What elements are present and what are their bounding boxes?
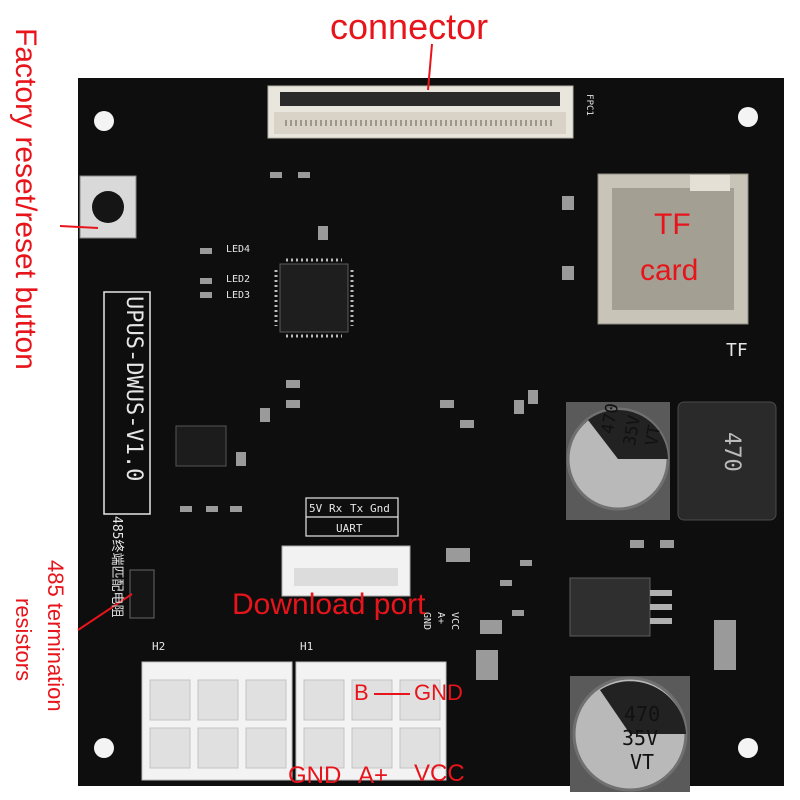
- connector-arrow: [427, 43, 433, 91]
- uart-pin-gnd: Gnd: [370, 502, 390, 515]
- reset-arrow: [59, 225, 99, 229]
- inductor: [677, 401, 777, 521]
- factory-reset-annotation: Factory reset/reset button: [9, 28, 42, 370]
- reset-button-switch: [79, 175, 137, 239]
- voltage-regulator: [569, 577, 672, 637]
- mounting-hole: [94, 738, 114, 758]
- gnd-top-annotation: GND: [414, 680, 463, 705]
- mounting-hole: [738, 107, 758, 127]
- terminal-pin-vcc: VCC: [449, 612, 460, 631]
- vcc-annotation: VCC: [414, 760, 465, 787]
- termination-cn-silkscreen: 485终端匹配电阻: [109, 516, 124, 618]
- termination-arrow: [77, 593, 133, 631]
- termination-jumper: [129, 569, 155, 619]
- tf-card-slot: [597, 173, 749, 325]
- inductor-marking: 470: [719, 432, 744, 472]
- rs485-chip: [175, 425, 227, 467]
- fpc-connector: [267, 85, 574, 139]
- uart-pin-rx: Rx: [329, 502, 343, 515]
- uart-download-port: [281, 545, 411, 597]
- mounting-hole: [94, 111, 114, 131]
- terminal-connector-h1: [295, 661, 447, 781]
- smd-components: [180, 172, 736, 680]
- cap-bottom-value: 470: [624, 702, 661, 726]
- connector-annotation: connector: [330, 6, 489, 47]
- led2-label: LED2: [226, 274, 251, 285]
- termination-annotation-line2: resistors: [11, 598, 36, 682]
- uart-pin-tx: Tx: [350, 502, 364, 515]
- tf-card-annotation-line1: TF: [654, 208, 691, 241]
- cap-bottom-voltage: 35V: [622, 726, 659, 750]
- h2-label: H2: [152, 640, 166, 653]
- terminal-pin-a-plus: A+: [435, 612, 446, 625]
- h1-label: H1: [300, 640, 314, 653]
- tf-silkscreen: TF: [726, 340, 748, 361]
- tf-card-annotation-line2: card: [640, 254, 699, 287]
- cap-top-series: VT: [642, 423, 666, 448]
- terminal-connector-h2: [141, 661, 293, 781]
- capacitor-bottom: [570, 676, 690, 792]
- board-name-box: [103, 291, 151, 515]
- mcu-chip: [274, 258, 354, 338]
- uart-label: UART: [336, 522, 363, 535]
- termination-annotation-line1: 485 termination: [43, 560, 68, 712]
- uart-pin-5v: 5V: [309, 502, 323, 515]
- board-name-silkscreen: UPUS-DWUS-V1.0: [121, 296, 146, 482]
- b-annotation: B: [354, 680, 369, 705]
- capacitor-top: [566, 402, 670, 520]
- led3-label: LED3: [226, 290, 251, 301]
- download-port-annotation: Download port: [232, 588, 426, 621]
- fpc-label: FPC1: [583, 94, 594, 116]
- gnd-bottom-annotation: GND: [288, 762, 342, 789]
- a-plus-annotation: A+: [358, 762, 389, 789]
- led4-label: LED4: [226, 244, 251, 255]
- cap-bottom-series: VT: [630, 750, 655, 774]
- mounting-hole: [738, 738, 758, 758]
